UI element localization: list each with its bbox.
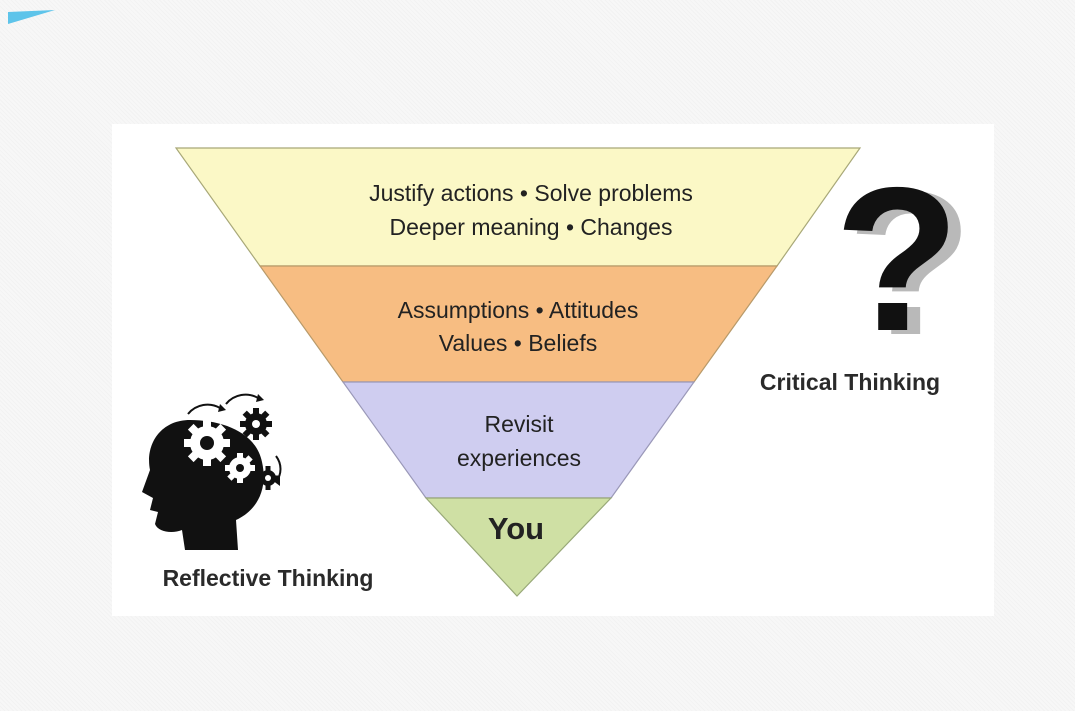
tier-2-line-1: Assumptions • Attitudes — [398, 297, 639, 323]
pyramid-tier-1 — [174, 147, 862, 267]
pyramid-tier-2 — [258, 265, 779, 383]
tier-2-line-2: Values • Beliefs — [439, 330, 597, 356]
tier-3-line-1: Revisit — [484, 411, 554, 437]
corner-accent-shape — [8, 10, 55, 24]
question-mark-icon: ? ? — [834, 145, 972, 378]
svg-text:?: ? — [847, 149, 972, 378]
reflective-thinking-label: Reflective Thinking — [163, 565, 374, 591]
corner-accent — [8, 10, 55, 24]
critical-thinking-label: Critical Thinking — [760, 369, 940, 395]
inverted-pyramid — [174, 147, 862, 597]
svg-text:?: ? — [834, 145, 959, 374]
tier-4-label: You — [488, 511, 544, 546]
head-gears-icon — [142, 393, 282, 550]
tier-1-line-1: Justify actions • Solve problems — [369, 180, 693, 206]
pyramid-tier-3 — [341, 381, 696, 499]
pyramid-tier-4 — [424, 497, 613, 597]
tier-3-line-2: experiences — [457, 445, 581, 471]
tier-1-line-2: Deeper meaning • Changes — [390, 214, 673, 240]
